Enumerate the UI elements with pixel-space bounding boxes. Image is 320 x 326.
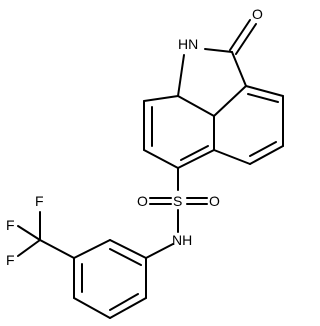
bond-c13-c14 bbox=[109, 239, 147, 259]
bond-c1-n bbox=[204, 48, 233, 53]
atom-o-carbonyl: O bbox=[252, 6, 263, 22]
bond-c6-c7-inner bbox=[180, 145, 209, 161]
bond-c2-c9 bbox=[213, 85, 247, 117]
atom-nh-sulfonamide: NH bbox=[172, 232, 192, 248]
bond-c1-c2 bbox=[231, 51, 247, 87]
atom-o-sulfonyl-left: O bbox=[137, 193, 148, 209]
atom-o-sulfonyl-right: O bbox=[209, 193, 220, 209]
atom-labels: O HN S O O NH F F F bbox=[6, 6, 263, 268]
bond-c2-c10 bbox=[245, 85, 284, 97]
bond-c15-cf3 bbox=[39, 239, 75, 259]
atom-f-left: F bbox=[6, 217, 15, 233]
bonds bbox=[17, 19, 284, 319]
structure-diagram: O HN S O O NH F F F bbox=[6, 6, 284, 319]
bond-c12-c7 bbox=[213, 149, 251, 165]
bond-c11-c12-inner bbox=[249, 141, 277, 157]
bond-c6-c7 bbox=[177, 149, 215, 169]
atom-s: S bbox=[173, 193, 182, 209]
bond-c3-c4 bbox=[143, 95, 179, 102]
atom-f-top: F bbox=[35, 193, 44, 209]
bond-c11-c12 bbox=[249, 145, 284, 165]
bond-cf3-f-left bbox=[17, 225, 41, 241]
bond-c2-c10-inner bbox=[247, 93, 279, 103]
bond-c13-c14-inner bbox=[109, 248, 142, 266]
bond-c17-c18-inner bbox=[109, 293, 139, 311]
bond-c3-c9 bbox=[177, 95, 215, 117]
bond-carbonyl-o-2 bbox=[235, 23, 257, 55]
bond-c14-c15 bbox=[73, 239, 111, 259]
bond-cf3-f-bottom bbox=[17, 239, 41, 257]
bond-c16-c17 bbox=[73, 297, 111, 319]
bond-n-c3 bbox=[177, 54, 185, 97]
bond-carbonyl-o-1 bbox=[229, 19, 251, 51]
bond-n-c13 bbox=[145, 243, 174, 259]
bond-c5-c6 bbox=[143, 149, 179, 169]
bond-c17-c18 bbox=[109, 297, 147, 319]
structure-canvas: O HN S O O NH F F F bbox=[6, 6, 284, 319]
atom-f-bottom: F bbox=[6, 252, 15, 268]
atom-nh-lactam: HN bbox=[178, 36, 198, 52]
